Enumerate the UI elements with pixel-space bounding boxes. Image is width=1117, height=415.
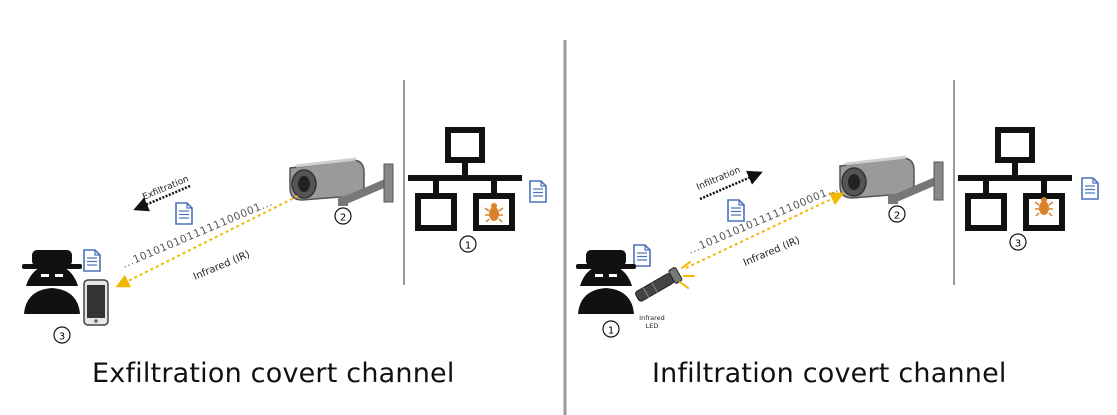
network-icon (408, 130, 522, 228)
infrared-led-label-line1: Infrared (639, 314, 665, 322)
direction-arrow (133, 184, 191, 212)
infiltration-panel: 3 2 ...1010101011111100001... Infrared (… (576, 80, 1099, 338)
infrared-beam (685, 192, 845, 269)
led-glow (679, 261, 695, 289)
document-icon (83, 249, 101, 272)
direction-label: Infiltration (695, 165, 742, 192)
document-icon (633, 244, 651, 267)
direction-arrow (699, 170, 763, 201)
marker-network: 3 (1015, 239, 1021, 250)
network-icon (958, 130, 1072, 228)
document-icon (175, 202, 193, 225)
marker-camera: 2 (894, 211, 900, 222)
flashlight-icon (635, 267, 683, 302)
marker-network: 1 (465, 241, 471, 252)
camera-icon (840, 157, 943, 204)
infiltration-caption: Infiltration covert channel (652, 358, 1007, 389)
exfiltration-caption: Exfiltration covert channel (92, 358, 455, 389)
camera-icon (290, 159, 393, 206)
marker-attacker: 3 (59, 332, 65, 343)
marker-attacker: 1 (608, 326, 614, 337)
marker-camera: 2 (340, 213, 346, 224)
medium-label: Infrared (IR) (742, 235, 802, 269)
smartphone-icon (83, 279, 109, 326)
bit-stream: ...1010101011111100001... (120, 196, 274, 270)
infrared-led-label-line2: LED (646, 322, 659, 330)
exfiltration-panel: 1 2 ...1010101011111100001... Infrared (… (22, 80, 547, 344)
hacker-icon (22, 250, 82, 314)
document-icon (529, 180, 547, 203)
medium-label: Infrared (IR) (192, 249, 252, 283)
document-icon (727, 199, 745, 222)
hacker-icon (576, 250, 636, 314)
document-icon (1081, 177, 1099, 200)
